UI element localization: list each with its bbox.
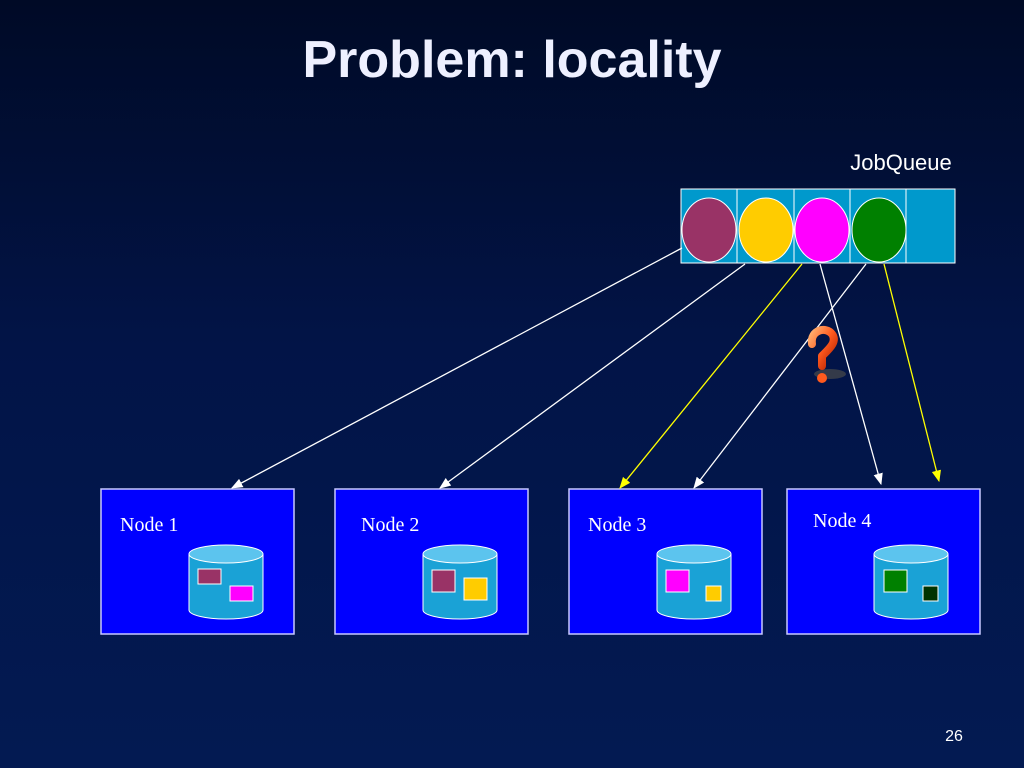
job-magenta [794,197,850,263]
page-number: 26 [945,728,963,745]
node-3-label: Node 3 [588,514,647,536]
node-3-storage-cylinder [656,544,732,620]
queue-slot-empty [905,188,956,264]
data-block-magenta [665,569,690,593]
data-block-yellow [463,577,488,601]
job-maroon [681,197,737,263]
node-2-label: Node 2 [361,514,420,536]
arrow-job-to-node-2 [439,263,746,489]
data-block-magenta [229,585,254,602]
job-yellow [738,197,794,263]
node-1-storage-cylinder [188,544,264,620]
node-4-label: Node 4 [813,510,872,532]
data-block-dark-green [922,585,939,602]
arrow-job-to-node-3 [693,263,867,489]
slide-title: Problem: locality [302,31,722,89]
arrow-local-job-to-node-3 [619,263,803,489]
arrow-job-to-node-1 [230,247,683,489]
question-mark-icon [807,325,846,383]
arrow-local-job-to-node-4 [883,263,941,483]
data-block-maroon [431,569,456,593]
job-queue [680,188,956,264]
data-block-yellow [705,585,722,602]
data-block-green [883,569,908,593]
data-block-maroon [197,568,222,585]
node-1-label: Node 1 [120,514,179,536]
job-queue-label: JobQueue [850,150,952,175]
arrow-job-to-node-4 [819,263,883,486]
node-2-storage-cylinder [422,544,498,620]
node-4-storage-cylinder [873,544,949,620]
job-green [851,197,907,263]
